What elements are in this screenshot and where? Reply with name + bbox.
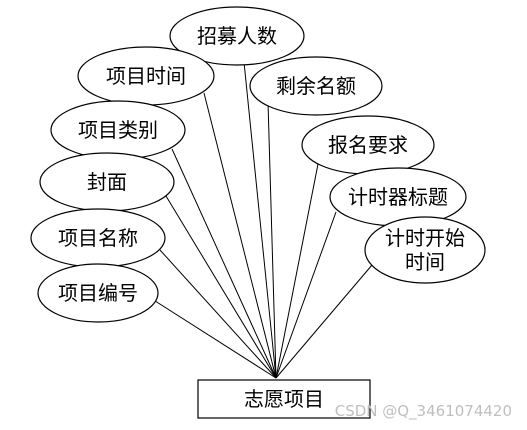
attribute-recruit-count: 招募人数 (169, 6, 305, 66)
attribute-label: 剩余名额 (276, 74, 356, 98)
entity-box: 志愿项目 (197, 379, 371, 419)
attribute-label: 项目类别 (78, 118, 158, 142)
attribute-label: 计时开始时间 (385, 226, 465, 274)
attribute-label: 项目编号 (58, 281, 138, 305)
attribute-project-time: 项目时间 (77, 46, 215, 106)
connector-project-name (159, 249, 277, 379)
connector-signup-requirement (275, 163, 319, 379)
connector-lines (151, 61, 373, 379)
entity-label: 志愿项目 (244, 387, 324, 411)
attribute-timer-start-time: 计时开始时间 (364, 216, 486, 284)
connector-project-time (203, 92, 277, 379)
attribute-cover: 封面 (39, 152, 175, 212)
attribute-label: 计时器标题 (348, 185, 448, 209)
connector-project-category (171, 148, 277, 379)
attribute-label: 项目时间 (106, 64, 186, 88)
attribute-label: 项目名称 (58, 226, 138, 250)
attribute-label: 报名要求 (328, 133, 408, 157)
connector-cover (165, 195, 277, 379)
connector-timer-title (275, 211, 337, 379)
watermark-text: CSDN @Q_3461074420 (335, 402, 512, 421)
attribute-timer-title: 计时器标题 (329, 167, 467, 227)
connector-remaining-quota (267, 101, 277, 379)
attribute-label-line: 时间 (405, 250, 445, 274)
attribute-ellipse (249, 56, 383, 116)
attribute-project-category: 项目类别 (50, 100, 186, 160)
attribute-project-number: 项目编号 (37, 263, 159, 323)
attribute-ellipse (169, 6, 305, 66)
attribute-ellipse (37, 263, 159, 323)
connector-recruit-count (243, 61, 277, 379)
attribute-ellipse (364, 216, 486, 284)
attribute-remaining-quota: 剩余名额 (249, 56, 383, 116)
connector-project-number (151, 298, 277, 379)
attribute-signup-requirement: 报名要求 (301, 115, 435, 175)
attribute-project-name: 项目名称 (30, 208, 166, 268)
connector-timer-start-time (275, 264, 373, 379)
attribute-label: 封面 (87, 170, 127, 194)
attribute-label: 招募人数 (197, 24, 277, 48)
attribute-label-line: 计时开始 (385, 226, 465, 250)
